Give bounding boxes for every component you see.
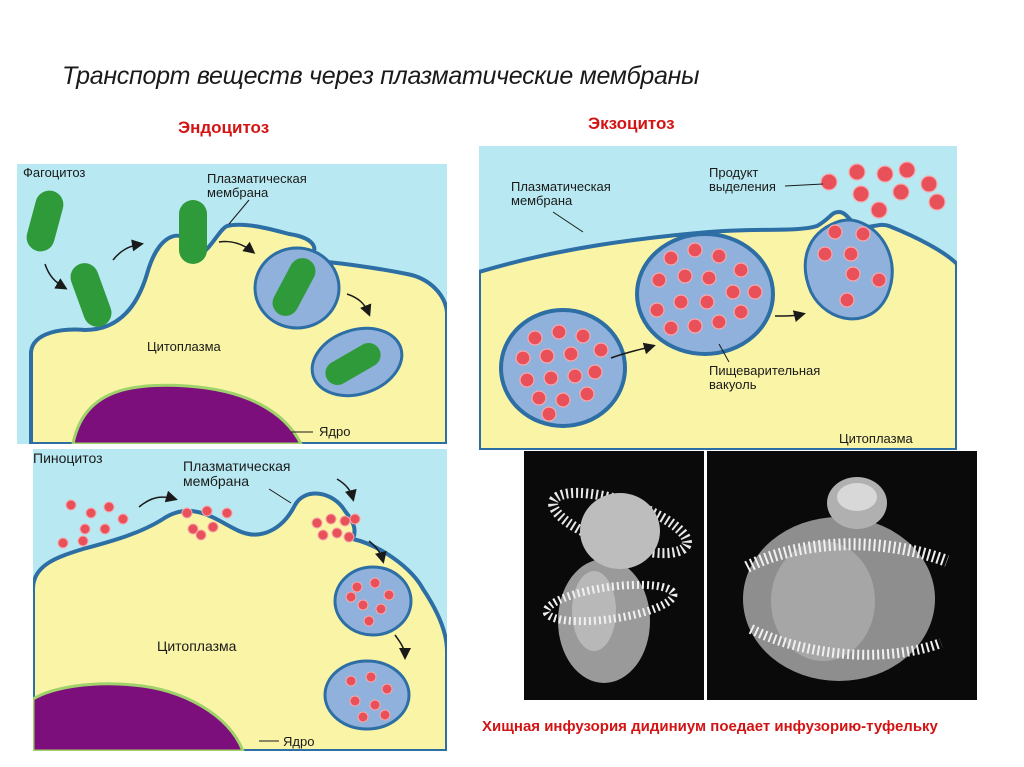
arrow (112, 239, 144, 261)
micrograph-right (707, 451, 977, 700)
arrow (44, 263, 68, 290)
nucleus-label: Ядро (319, 424, 351, 439)
process-label-phagocytosis: Фагоцитоз (23, 165, 86, 180)
process-label-pinocytosis: Пиноцитоз (33, 450, 103, 466)
particles-right-vacuole (649, 242, 763, 336)
membrane-pointer (268, 488, 292, 504)
droplet-group (57, 499, 361, 549)
arrow (368, 540, 387, 564)
phagocytosis-diagram: Фагоцитоз Плазматическая мембрана Цитопл… (17, 164, 447, 444)
bacterium-engulfing (179, 200, 207, 264)
pinosome (333, 565, 413, 637)
vacuole-pointer (718, 343, 730, 363)
exocytosis-diagram: Плазматическая мембрана Продукт выделени… (479, 146, 957, 450)
arrow (336, 478, 357, 502)
cytoplasm-label: Цитоплазма (839, 431, 913, 446)
arrow (218, 240, 256, 254)
exocytosis-heading: Экзоцитоз (588, 114, 675, 133)
particles-fusing-vesicle (817, 224, 887, 308)
particles-left-vacuole (515, 324, 609, 422)
arrow (610, 342, 656, 359)
arrow (138, 490, 178, 508)
arrow (394, 634, 411, 660)
membrane-label: Плазматическая мембрана (207, 171, 307, 200)
product-label: Продукт выделения (709, 165, 776, 194)
nucleus (33, 682, 245, 751)
membrane-pointer (228, 199, 250, 225)
nucleus-label: Ядро (283, 734, 315, 749)
droplets-in-vesicle (345, 577, 395, 723)
didinium-body (580, 493, 660, 569)
ciliary-band-upper (744, 538, 950, 573)
membrane-pointer (552, 211, 584, 233)
arrow (346, 293, 372, 317)
product-pointer (784, 183, 824, 187)
bacterium (26, 190, 64, 252)
bacterium (70, 263, 112, 327)
membrane-label: Плазматическая мембрана (183, 458, 291, 489)
cytoplasm-label: Цитоплазма (157, 638, 237, 654)
cytoplasm-label: Цитоплазма (147, 339, 221, 354)
secreted-product (820, 161, 946, 219)
arrow (774, 310, 806, 323)
vacuole-label: Пищеварительная вакуоль (709, 363, 821, 392)
nucleus (71, 383, 303, 444)
photo-caption: Хищная инфузория дидиниум поедает инфузо… (482, 718, 938, 735)
micrograph-left (524, 451, 704, 700)
endocytosis-heading: Эндоцитоз (178, 118, 270, 137)
pinocytosis-diagram: Пиноцитоз Плазматическая мембрана Цитопл… (33, 449, 447, 751)
bacterium (325, 343, 381, 385)
membrane-label: Плазматическая мембрана (511, 179, 611, 208)
page-title: Транспорт веществ через плазматические м… (62, 62, 700, 90)
bacterium (272, 258, 316, 316)
